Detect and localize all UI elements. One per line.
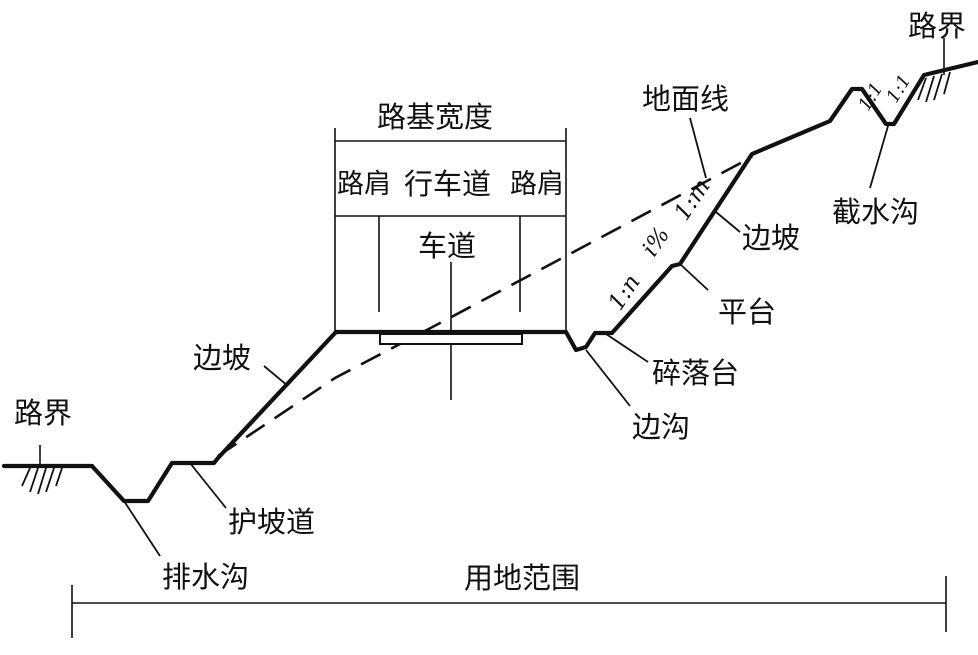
label-road-boundary-right: 路界 <box>908 9 966 43</box>
leader-berm <box>679 263 709 291</box>
slope-mark-ditch-inner: 1:1 <box>854 79 887 115</box>
leader-side-ditch <box>585 349 631 407</box>
leader-slope-protection-path <box>189 462 227 509</box>
label-carriageway: 车道 <box>418 229 476 263</box>
slope-mark-grade: i% <box>637 223 675 262</box>
label-rockfall-platform: 碎落台 <box>652 356 739 390</box>
leader-ground-line <box>689 117 707 179</box>
leader-rockfall-platform <box>605 333 649 363</box>
label-intercepting-ditch: 截水沟 <box>832 195 919 229</box>
label-shoulder-left: 路肩 <box>337 169 391 200</box>
right-cut-profile <box>609 59 978 336</box>
left-fill-profile <box>89 329 615 504</box>
label-berm: 平台 <box>718 295 776 329</box>
slope-mark-ditch-outer: 1:1 <box>882 71 915 107</box>
leader-lines <box>123 117 889 557</box>
label-road-boundary-left: 路界 <box>14 396 72 430</box>
leader-drainage-ditch <box>123 500 161 557</box>
ground-line-dashed <box>217 155 753 458</box>
label-side-slope-left: 边坡 <box>193 341 251 375</box>
leader-side-slope-left <box>263 365 289 387</box>
label-land-use-range: 用地范围 <box>464 561 580 595</box>
left-boundary-hatch <box>21 445 63 495</box>
label-roadbed-width: 路基宽度 <box>377 100 493 134</box>
label-slope-protection-path: 护坡道 <box>228 505 315 539</box>
roadbed-width-frame <box>334 128 567 400</box>
land-use-dimension <box>71 576 947 638</box>
leader-side-slope-right <box>715 211 741 233</box>
label-ground-line: 地面线 <box>642 82 729 116</box>
right-boundary-hatch <box>917 38 951 103</box>
pavement-slab <box>379 333 523 345</box>
label-shoulder-right: 路肩 <box>510 169 564 200</box>
label-side-slope-right: 边坡 <box>742 221 800 255</box>
leader-intercepting-ditch <box>869 125 889 189</box>
road-section-profile <box>1 59 978 504</box>
label-drainage-ditch: 排水沟 <box>162 560 249 594</box>
label-travel-lanes: 行车道 <box>404 167 491 201</box>
label-side-ditch: 边沟 <box>632 410 690 444</box>
slope-mark-lower: 1:n <box>603 270 645 315</box>
